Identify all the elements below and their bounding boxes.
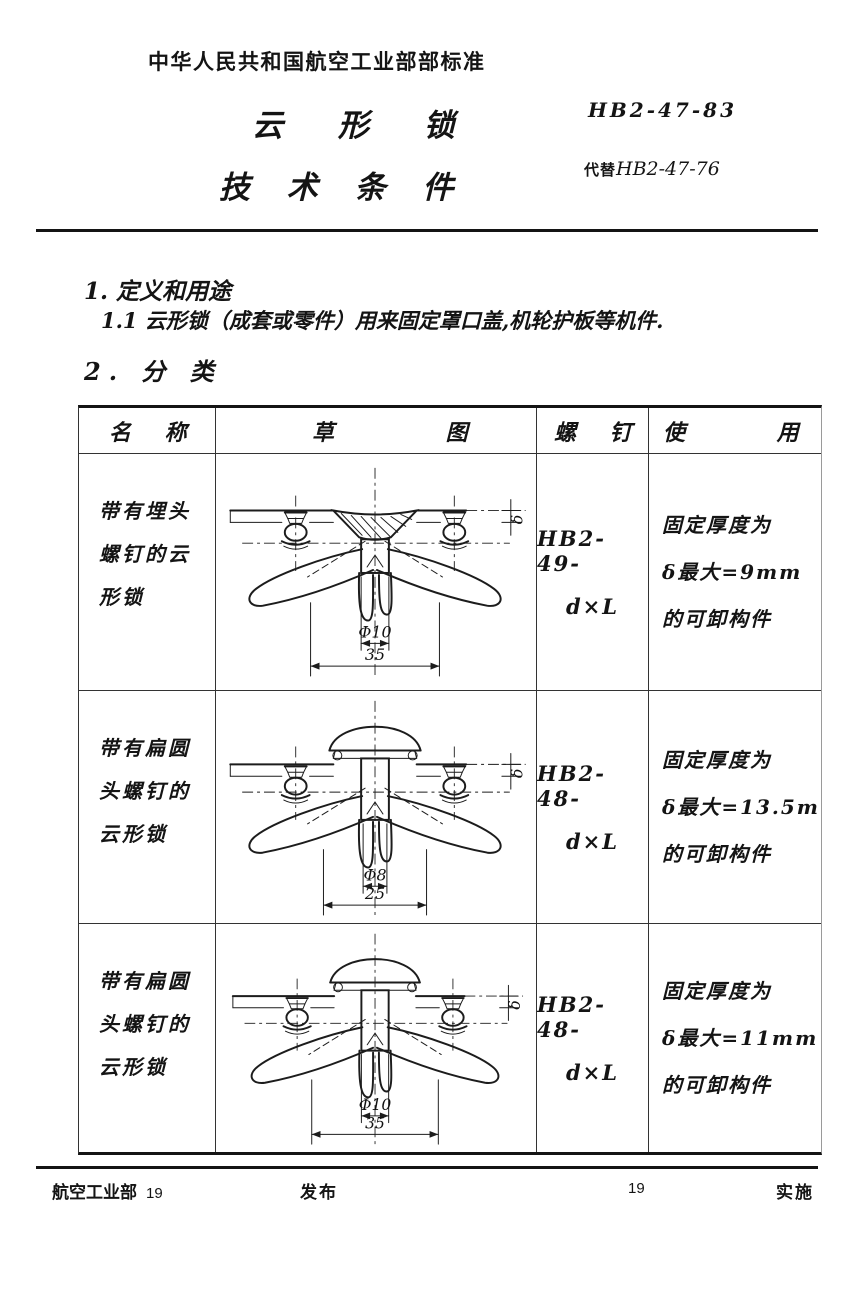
dim-width-label: 35 bbox=[365, 645, 385, 664]
classification-table: 名 称 草 图 螺 钉 使 用 带有埋头 螺钉的云 形锁 bbox=[78, 405, 822, 1155]
row3-sketch-cell: δ Φ10 35 bbox=[216, 924, 537, 1152]
dim-diameter-label: Φ10 bbox=[359, 1096, 392, 1114]
row3-screw-code: HB2-48- d×L bbox=[537, 924, 649, 1152]
footer-publish-label: 发布 bbox=[300, 1183, 338, 1202]
row3-use-description: 固定厚度为 δ最大=11mm 的可卸构件 bbox=[662, 978, 819, 1097]
clause-1-1: 1.1 云形锁（成套或零件）用来固定罩口盖,机轮护板等机件. bbox=[101, 308, 664, 333]
col-header-use: 使 用 bbox=[649, 408, 821, 454]
row1-name: 带有埋头 螺钉的云 形锁 bbox=[79, 454, 216, 691]
footer-issue-year: 19 bbox=[146, 1185, 163, 1202]
sketch-domehead-cloud-lock-phi8: δ Φ8 25 bbox=[229, 700, 527, 916]
row3-name: 带有扁圆 头螺钉的 云形锁 bbox=[79, 924, 216, 1152]
row1-screw-code: HB2-49- d×L bbox=[537, 454, 649, 691]
doc-title: 云 形 锁 bbox=[252, 108, 477, 144]
footer-implement-year: 19 bbox=[628, 1180, 645, 1197]
col-header-screw: 螺 钉 bbox=[537, 408, 649, 454]
doc-subtitle: 技 术 条 件 bbox=[219, 170, 467, 206]
row2-use-description: 固定厚度为 δ最大=13.5mm 的可卸构件 bbox=[649, 691, 821, 924]
row1-sketch-cell: δ Φ10 35 bbox=[216, 454, 537, 691]
dim-diameter-label: Φ8 bbox=[363, 865, 386, 884]
supersedes-note: 代替HB2-47-76 bbox=[584, 158, 720, 180]
dim-diameter-label: Φ10 bbox=[358, 622, 391, 641]
dim-thickness-label: δ bbox=[508, 769, 527, 779]
superseded-code: HB2-47-76 bbox=[616, 158, 720, 180]
dim-width-label: 35 bbox=[365, 1115, 385, 1133]
section-1-heading: 1. 定义和用途 bbox=[84, 278, 232, 305]
supersedes-prefix: 代替 bbox=[584, 162, 617, 179]
row1-use-description: 固定厚度为 δ最大=9mm 的可卸构件 bbox=[649, 454, 821, 691]
footer-divider-rule bbox=[36, 1166, 818, 1169]
col-header-name: 名 称 bbox=[79, 408, 216, 454]
row2-name: 带有扁圆 头螺钉的 云形锁 bbox=[79, 691, 216, 924]
dim-width-label: 25 bbox=[364, 884, 385, 903]
col-header-sketch: 草 图 bbox=[216, 408, 537, 454]
sketch-countersunk-cloud-lock: δ Φ10 35 bbox=[229, 467, 527, 677]
row2-screw-code: HB2-48- d×L bbox=[537, 691, 649, 924]
footer-implement-label: 实施 bbox=[776, 1183, 814, 1202]
standard-code: HB2-47-83 bbox=[588, 98, 737, 122]
section-2-heading: 2. 分 类 bbox=[84, 357, 222, 386]
row2-sketch-cell: δ Φ8 25 bbox=[216, 691, 537, 924]
dim-thickness-label: δ bbox=[506, 1000, 524, 1009]
dim-thickness-label: δ bbox=[508, 515, 527, 525]
header-divider-rule bbox=[36, 229, 818, 232]
sketch-domehead-cloud-lock-phi10: δ Φ10 35 bbox=[231, 933, 524, 1145]
standard-org-title: 中华人民共和国航空工业部部标准 bbox=[148, 51, 486, 74]
